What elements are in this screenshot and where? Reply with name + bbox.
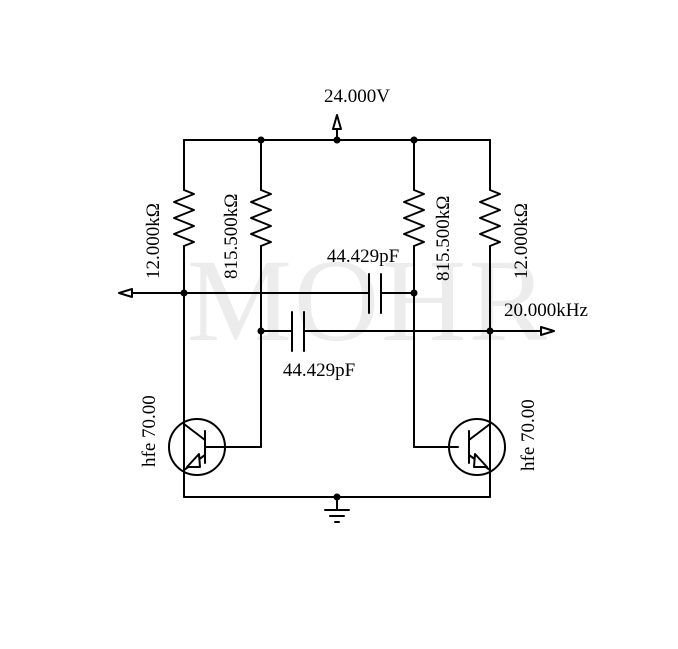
ground-icon xyxy=(324,509,350,523)
output-frequency-label: 20.000kHz xyxy=(504,300,588,321)
resistor-left-outer-value: 12.000kΩ xyxy=(143,203,164,279)
left-output-arrow-icon xyxy=(118,288,133,298)
ground-rail xyxy=(183,469,491,511)
capacitor-top xyxy=(129,273,415,314)
capacitor-bottom-value: 44.429pF xyxy=(283,360,355,381)
frequency-output-arrow-icon xyxy=(540,326,555,336)
resistor-left-inner-value: 815.500kΩ xyxy=(221,194,242,279)
resistor-right-inner-value: 815.500kΩ xyxy=(433,196,454,281)
resistor-right-outer-value: 12.000kΩ xyxy=(511,203,532,279)
transistor-left-hfe: hfe 70.00 xyxy=(139,395,160,467)
transistor-right-hfe: hfe 70.00 xyxy=(518,399,539,471)
transistor-right-icon xyxy=(448,418,506,476)
supply-arrow-icon xyxy=(332,114,342,130)
capacitor-bottom xyxy=(260,311,544,352)
watermark-text: MOHR xyxy=(187,235,549,366)
resistor-right-inner xyxy=(403,139,459,448)
transistor-left-icon xyxy=(168,418,226,476)
resistor-right-outer xyxy=(479,139,501,471)
resistor-left-outer xyxy=(173,139,195,471)
resistor-left-inner xyxy=(205,139,272,448)
capacitor-top-value: 44.429pF xyxy=(327,246,399,267)
supply-voltage-label: 24.000V xyxy=(324,86,390,107)
